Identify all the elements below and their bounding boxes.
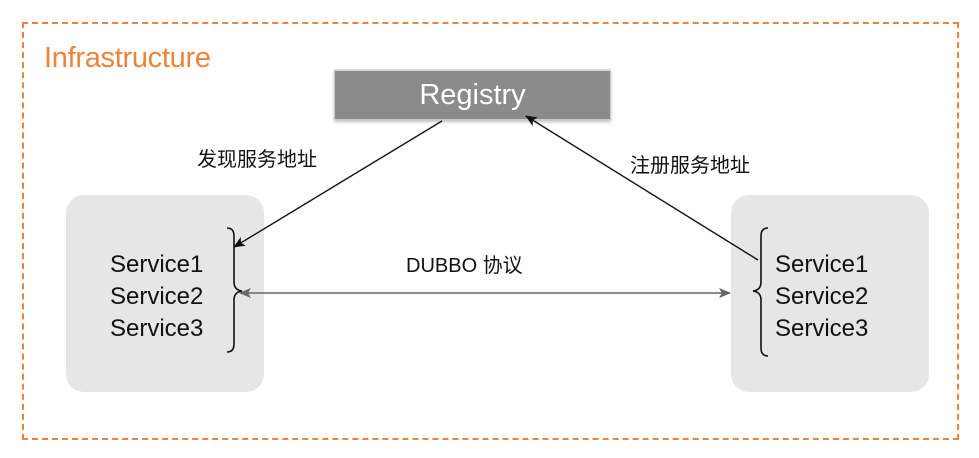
provider-node — [731, 195, 929, 392]
service-item: Service3 — [110, 315, 204, 342]
protocol-edge-label: DUBBO 协议 — [406, 255, 523, 277]
consumer-service-list: Service1 Service2 Service3 — [110, 249, 203, 345]
discover-edge-label: 发现服务地址 — [197, 149, 317, 171]
service-item: Service3 — [775, 315, 869, 342]
registry-label: Registry — [419, 79, 526, 111]
register-arrow — [525, 115, 759, 261]
service-item: Service2 — [775, 283, 869, 310]
service-item: Service1 — [110, 251, 204, 278]
infrastructure-frame — [22, 22, 959, 440]
service-item: Service1 — [775, 251, 869, 278]
registry-box: Registry — [334, 69, 611, 120]
right-brace — [752, 227, 769, 357]
consumer-node — [66, 195, 264, 392]
provider-service-list: Service1 Service2 Service3 — [775, 249, 868, 345]
register-edge-label: 注册服务地址 — [630, 155, 750, 177]
discover-arrow — [233, 120, 443, 248]
service-item: Service2 — [110, 283, 204, 310]
infrastructure-title: Infrastructure — [44, 42, 211, 74]
